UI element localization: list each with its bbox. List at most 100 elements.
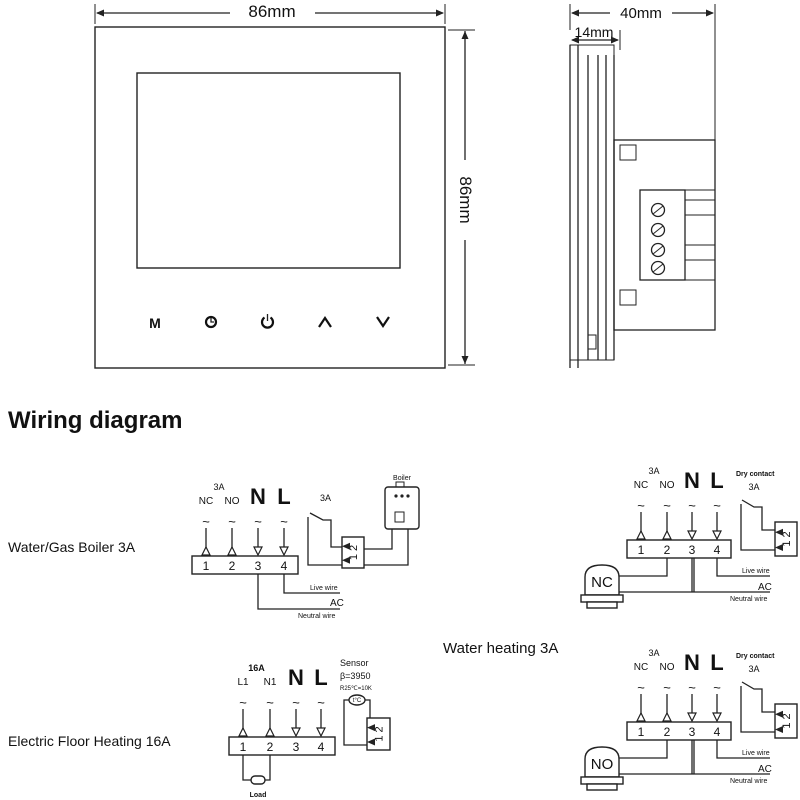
power-icon bbox=[260, 316, 275, 329]
terminal-arrow-down bbox=[687, 712, 697, 723]
terminal-screw bbox=[650, 222, 666, 238]
terminal-number: 2 bbox=[229, 559, 236, 573]
ac-tilde-symbol: ~ bbox=[292, 695, 300, 710]
terminal-arrow-up bbox=[201, 545, 211, 556]
arrowhead bbox=[775, 528, 783, 536]
terminal-arrow-up bbox=[662, 529, 672, 540]
terminal-screw bbox=[650, 242, 666, 258]
chevron-up-icon bbox=[318, 316, 332, 328]
arrowhead bbox=[775, 726, 783, 733]
boiler-icon bbox=[384, 486, 420, 530]
ac-tilde-symbol: ~ bbox=[688, 498, 696, 513]
terminal-label-l1: L1 bbox=[237, 677, 249, 688]
valve-base bbox=[580, 776, 624, 785]
terminal-rating: 16A bbox=[248, 663, 265, 673]
arrowhead bbox=[342, 542, 350, 550]
ac-tilde-symbol: ~ bbox=[254, 514, 262, 529]
live-wire bbox=[283, 574, 340, 594]
terminal-arrow-down bbox=[712, 530, 722, 541]
terminal-screw bbox=[650, 260, 666, 276]
terminal-label-l: L bbox=[710, 650, 723, 675]
terminal-arrow-up bbox=[265, 726, 275, 737]
arrowhead bbox=[436, 9, 444, 17]
boiler-panel bbox=[394, 511, 405, 523]
relay-terminal-numbers: 1 2 bbox=[781, 713, 793, 728]
height-dimension-label: 86mm bbox=[456, 176, 475, 223]
ac-tilde-symbol: ~ bbox=[280, 514, 288, 529]
valve-label-no: NO bbox=[591, 756, 614, 773]
chevron-down-icon bbox=[376, 316, 390, 328]
ac-tilde-symbol: ~ bbox=[228, 514, 236, 529]
terminal-number: 1 bbox=[638, 725, 645, 739]
terminal-rating: 3A bbox=[648, 648, 659, 658]
arrowhead bbox=[706, 9, 714, 17]
ac-tilde-symbol: ~ bbox=[688, 680, 696, 695]
arrowhead bbox=[611, 36, 619, 44]
ac-tilde-symbol: ~ bbox=[317, 695, 325, 710]
load-wire bbox=[264, 755, 271, 781]
terminal-number: 3 bbox=[689, 543, 696, 557]
relay-switch bbox=[309, 512, 342, 548]
side-latch bbox=[587, 334, 597, 350]
terminal-number: 1 bbox=[240, 740, 247, 754]
no-relay-rating: 3A bbox=[748, 664, 759, 674]
live-wire-label: Live wire bbox=[310, 585, 338, 592]
sensor-beta-label: β=3950 bbox=[340, 671, 370, 681]
terminal-arrow-up bbox=[238, 726, 248, 737]
nc-neutral-wire-label: Neutral wire bbox=[730, 596, 767, 603]
mounting-clip bbox=[619, 289, 637, 306]
terminal-label-nc: NC bbox=[634, 480, 648, 491]
terminal-number: 2 bbox=[664, 725, 671, 739]
boiler-indicator bbox=[406, 494, 410, 498]
no-live-wire-label: Live wire bbox=[742, 750, 770, 757]
boiler-indicator bbox=[394, 494, 398, 498]
ac-label: AC bbox=[330, 598, 344, 609]
neutral-wire-label: Neutral wire bbox=[298, 613, 335, 620]
width-dimension-label: 86mm bbox=[248, 2, 295, 21]
live-wire bbox=[716, 740, 770, 759]
ac-tilde-symbol: ~ bbox=[266, 695, 274, 710]
load-label: Load bbox=[250, 792, 267, 799]
relay-terminal-numbers: 1 2 bbox=[781, 531, 793, 546]
arrowhead bbox=[571, 9, 579, 17]
screw-slot bbox=[652, 263, 664, 273]
relay-wire bbox=[740, 686, 775, 733]
ac-tilde-symbol: ~ bbox=[663, 680, 671, 695]
arrowhead bbox=[342, 556, 350, 564]
terminal-number: 3 bbox=[293, 740, 300, 754]
valve-base bbox=[580, 594, 624, 603]
valve-actuator bbox=[584, 564, 620, 596]
terminal-label-nc: NC bbox=[634, 662, 648, 673]
arrowhead bbox=[461, 356, 469, 364]
ac-tilde-symbol: ~ bbox=[239, 695, 247, 710]
sensor-wire bbox=[343, 699, 367, 746]
terminal-label-nc: NC bbox=[199, 496, 213, 507]
no-neutral-wire-label: Neutral wire bbox=[730, 778, 767, 785]
clock-hand bbox=[210, 318, 214, 323]
relay-terminal-numbers: 1 2 bbox=[374, 726, 386, 741]
terminal-number: 2 bbox=[664, 543, 671, 557]
terminal-strip bbox=[626, 721, 732, 741]
terminal-arrow-down bbox=[279, 546, 289, 557]
arrowhead bbox=[367, 724, 375, 732]
terminal-housing bbox=[684, 189, 716, 281]
no-dry-contact-label: Dry contact bbox=[736, 653, 775, 660]
terminal-arrow-down bbox=[687, 530, 697, 541]
load-wire bbox=[242, 755, 252, 781]
screw-slot bbox=[652, 205, 664, 215]
terminal-number: 3 bbox=[689, 725, 696, 739]
arrowhead bbox=[367, 738, 375, 746]
relay-terminal-numbers: 1 2 bbox=[348, 545, 360, 560]
sensor-label: Sensor bbox=[340, 658, 369, 668]
water-heating-title: Water heating 3A bbox=[443, 640, 558, 657]
relay-wire bbox=[740, 504, 775, 551]
terminal-label-l: L bbox=[314, 665, 327, 690]
terminal-strip bbox=[228, 736, 336, 756]
terminal-strip bbox=[626, 539, 732, 559]
arrowhead bbox=[775, 710, 783, 718]
terminal-number: 4 bbox=[281, 559, 288, 573]
back-housing bbox=[613, 139, 716, 331]
boiler-indicator bbox=[400, 494, 404, 498]
boiler-wire bbox=[364, 529, 393, 550]
boiler-diagram-title: Water/Gas Boiler 3A bbox=[8, 539, 136, 555]
